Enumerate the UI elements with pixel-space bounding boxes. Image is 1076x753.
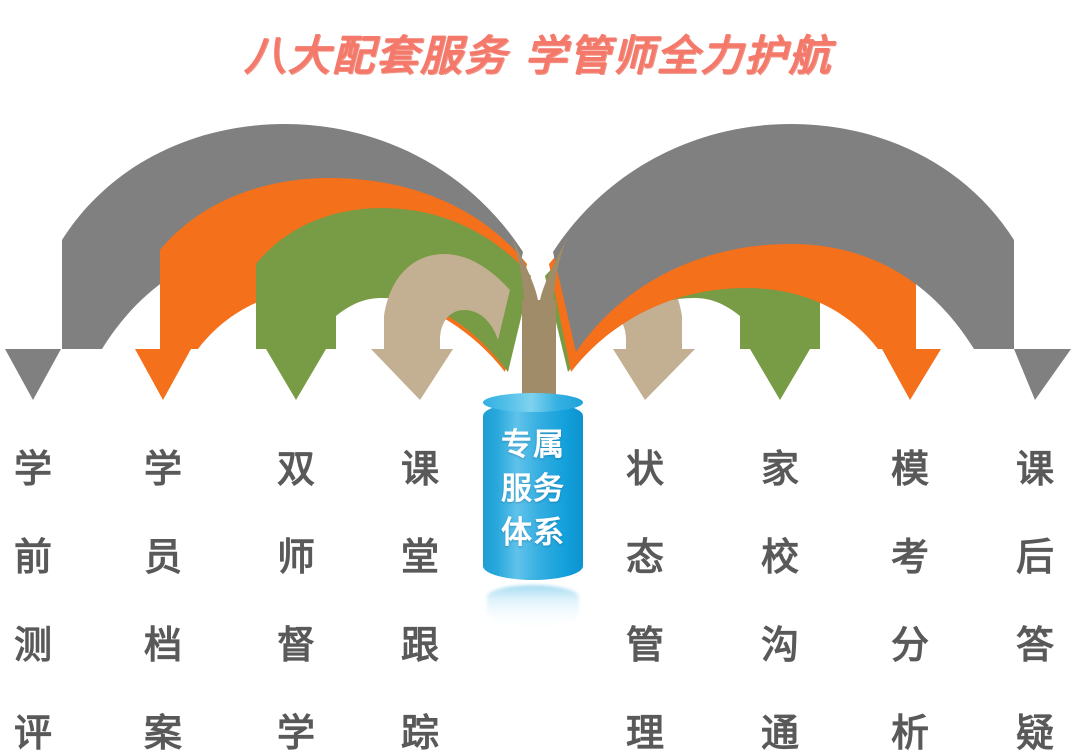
- service-8-char-3: 答: [1015, 623, 1054, 667]
- service-4-char-4: 踪: [400, 711, 439, 753]
- service-1-char-3: 测: [13, 623, 52, 667]
- service-3-char-1: 双: [276, 447, 315, 491]
- service-6-char-1: 家: [760, 447, 799, 491]
- service-5-char-2: 态: [625, 535, 664, 579]
- service-6-char-2: 校: [760, 535, 799, 579]
- service-6-char-3: 沟: [760, 623, 799, 667]
- service-8-char-1: 课: [1015, 447, 1054, 491]
- service-7-char-4: 析: [890, 711, 929, 753]
- service-3-char-2: 师: [276, 535, 315, 579]
- service-label-5[interactable]: 状 态 管 理: [613, 425, 677, 753]
- service-5-char-3: 管: [625, 623, 664, 667]
- service-label-7[interactable]: 模 考 分 析: [878, 425, 942, 753]
- service-3-char-3: 督: [276, 623, 315, 667]
- arrow-path-4-tan: [371, 254, 510, 400]
- service-6-char-4: 通: [760, 711, 799, 753]
- service-4-char-2: 堂: [400, 535, 439, 579]
- service-label-3[interactable]: 双 师 督 学: [264, 425, 328, 753]
- center-hub-cylinder[interactable]: 专属 服务 体系: [483, 393, 583, 627]
- service-3-char-4: 学: [276, 711, 315, 753]
- arrow-group-left: [5, 124, 531, 400]
- service-7-char-3: 分: [890, 623, 929, 667]
- service-1-char-4: 评: [13, 711, 52, 753]
- page-title: 八大配套服务 学管师全力护航: [243, 31, 833, 80]
- service-label-6[interactable]: 家 校 沟 通: [748, 425, 812, 753]
- arrow-path-3-green: [256, 208, 531, 400]
- center-hub-label: 专属 服务 体系: [483, 423, 583, 555]
- service-label-1[interactable]: 学 前 测 评: [1, 425, 65, 753]
- service-7-char-2: 考: [890, 535, 929, 579]
- service-label-4[interactable]: 课 堂 跟 踪: [388, 425, 452, 753]
- service-2-char-1: 学: [143, 447, 182, 491]
- service-8-char-4: 疑: [1015, 711, 1054, 753]
- service-2-char-4: 案: [143, 711, 182, 753]
- cylinder-body: [483, 402, 583, 580]
- service-5-char-4: 理: [625, 711, 664, 753]
- cylinder-top-ellipse: [483, 393, 583, 412]
- service-1-char-2: 前: [13, 535, 52, 579]
- service-label-2[interactable]: 学 员 档 案: [131, 425, 195, 753]
- service-2-char-2: 员: [143, 535, 182, 579]
- service-5-char-1: 状: [625, 447, 664, 491]
- arrow-path-8-gray: [553, 124, 1071, 400]
- center-hub-line-2: 服务: [501, 471, 565, 507]
- service-8-char-2: 后: [1015, 535, 1054, 579]
- service-2-char-3: 档: [143, 623, 182, 667]
- cylinder-reflection: [487, 585, 579, 627]
- service-4-char-1: 课: [400, 447, 439, 491]
- center-hub-line-1: 专属: [501, 427, 565, 463]
- service-4-char-3: 跟: [400, 623, 439, 667]
- service-label-8[interactable]: 课 后 答 疑: [1003, 425, 1067, 753]
- arrow-trunk-stem: [522, 300, 556, 400]
- arrow-group-right: [545, 124, 1071, 400]
- service-1-char-1: 学: [13, 447, 52, 491]
- center-hub-line-3: 体系: [501, 515, 565, 551]
- service-7-char-1: 模: [890, 447, 929, 491]
